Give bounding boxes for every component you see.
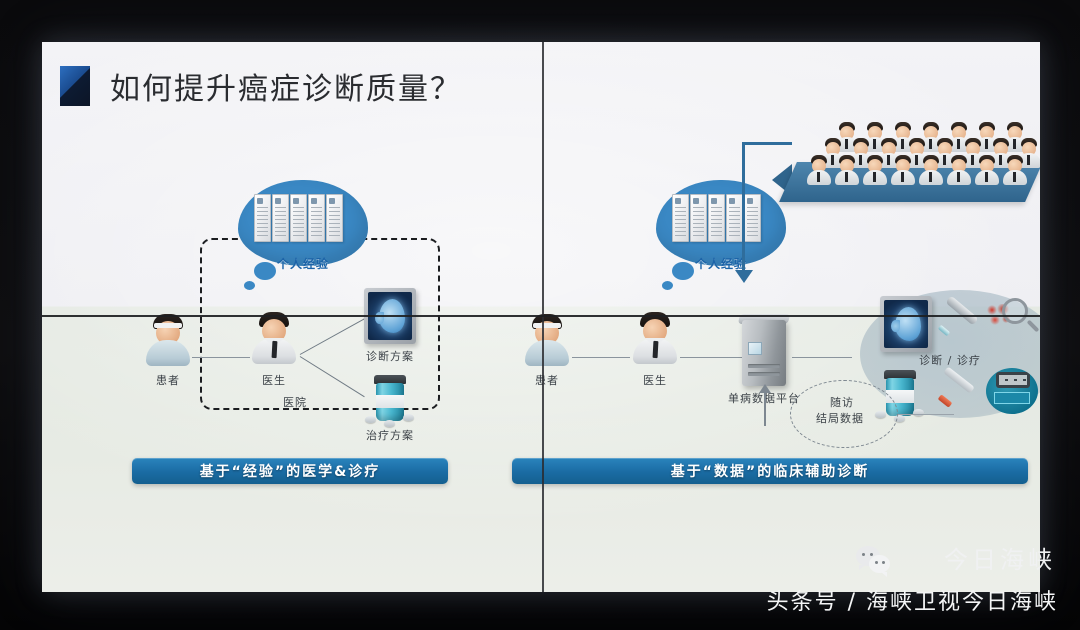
data-platform-node: 单病数据平台 (728, 314, 799, 405)
patient-monitor-icon (986, 368, 1038, 414)
doctor-avatar (631, 312, 679, 364)
right-banner: 基于“数据”的临床辅助诊断 (512, 458, 1028, 484)
medicine-jar-icon (365, 375, 414, 427)
followup-dashed-circle (790, 380, 898, 448)
patient-label: 患者 (156, 374, 180, 387)
xray-head-icon (880, 296, 932, 352)
personal-experience-cloud: 个人经验 (238, 180, 368, 290)
right-xray-node (880, 296, 932, 352)
followup-label-line2: 结局数据 (816, 412, 864, 425)
patient-label: 患者 (535, 374, 559, 387)
syringe-icon (937, 366, 984, 418)
scalpel-icon (937, 295, 986, 344)
slide-title-row: 如何提升癌症诊断质量？ (60, 64, 462, 108)
doctor-crowd (772, 122, 1040, 206)
right-patient-node: 患者 (523, 314, 571, 387)
triangle-mark-icon (60, 66, 90, 106)
watermark-source: 头条号 / 海峡卫视今日海峡 (766, 590, 1058, 615)
treatment-label: 治疗方案 (366, 429, 414, 442)
doctor-platform-connector (680, 357, 742, 358)
right-banner-label: 基于“数据”的临床辅助诊断 (670, 464, 870, 480)
patient-avatar (523, 314, 571, 366)
doctor-avatar (250, 312, 298, 364)
platform-diagnosis-connector (792, 357, 852, 358)
left-patient-node: 患者 (144, 314, 192, 387)
hospital-label: 医院 (283, 396, 307, 409)
right-personal-experience-cloud: 个人经验 (656, 180, 786, 290)
cloud-label: 个人经验 (276, 257, 330, 271)
platform-to-crowd-arrow-v (742, 142, 745, 272)
right-doctor-node: 医生 (631, 312, 679, 387)
platform-to-crowd-arrow-h (742, 142, 792, 145)
followup-label-line1: 随访 (830, 396, 854, 409)
diagnosis-label: 诊断方案 (366, 350, 414, 363)
magnifier-cells-icon (984, 294, 1040, 346)
left-doctor-node: 医生 (250, 312, 298, 387)
wechat-icon (856, 546, 894, 577)
data-platform-label: 单病数据平台 (728, 390, 800, 406)
doctor-label: 医生 (262, 374, 286, 387)
document-stack-icon (254, 194, 343, 242)
watermark-account-name: 今日海峡 (944, 546, 1056, 574)
followup-loop-line (898, 414, 954, 415)
left-treatment-node: 治疗方案 (365, 375, 414, 442)
followup-up-arrow-shaft (764, 392, 766, 426)
document-stack-icon (672, 194, 761, 242)
video-wall-seam-horizontal (42, 315, 1040, 317)
platform-to-crowd-arrow-head-icon (735, 270, 753, 283)
right-diagnosis-label: 诊断 / 诊疗 (919, 354, 981, 367)
doctor-label: 医生 (643, 374, 667, 387)
patient-doctor-connector (192, 357, 250, 358)
followup-up-arrow-head-icon (759, 384, 771, 393)
page-title: 如何提升癌症诊断质量？ (110, 72, 462, 107)
patient-avatar (144, 314, 192, 366)
video-wall-screen: 如何提升癌症诊断质量？ 医院 个人经验 (42, 42, 1040, 592)
cloud-label: 个人经验 (694, 257, 748, 271)
server-icon (737, 314, 791, 386)
right-patient-doctor-connector (572, 357, 630, 358)
left-banner-label: 基于“经验”的医学&诊疗 (199, 464, 381, 480)
left-banner: 基于“经验”的医学&诊疗 (132, 458, 448, 484)
video-wall-seam-vertical (542, 42, 544, 592)
